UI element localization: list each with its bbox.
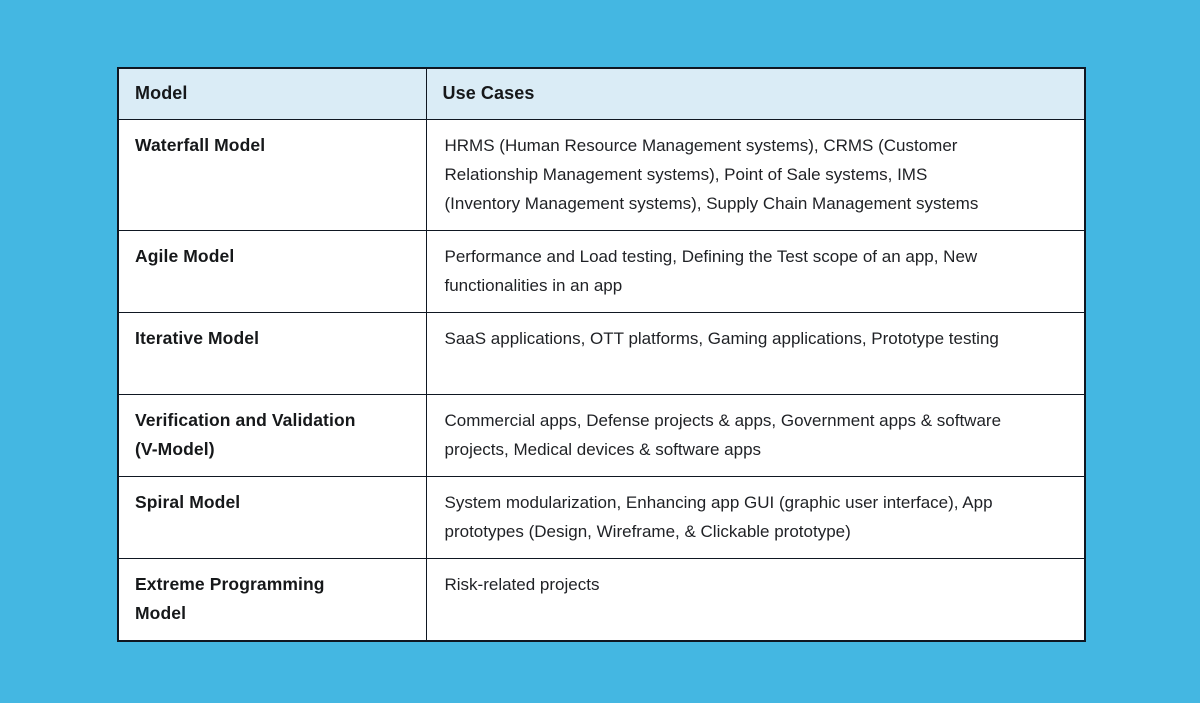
header-row: Model Use Cases <box>117 67 1086 120</box>
model-cell: Iterative Model <box>117 311 427 395</box>
column-header-use-cases: Use Cases <box>425 67 1086 120</box>
use-cases-text: HRMS (Human Resource Management systems)… <box>444 135 979 213</box>
table-row-extreme-programming-model: Extreme Programming Model Risk-related p… <box>117 557 1086 641</box>
model-name: Spiral Model <box>135 491 241 512</box>
column-header-use-cases-label: Use Cases <box>442 83 535 104</box>
use-cases-text: Commercial apps, Defense projects & apps… <box>444 410 1002 459</box>
table-row-spiral-model: Spiral Model System modularization, Enha… <box>117 475 1086 559</box>
model-name: Waterfall Model <box>135 134 266 155</box>
use-cases-cell: Commercial apps, Defense projects & apps… <box>425 393 1086 477</box>
model-name: Verification and Validation (V-Model) <box>135 409 356 459</box>
table-row-agile-model: Agile Model Performance and Load testing… <box>117 229 1086 313</box>
use-cases-text: System modularization, Enhancing app GUI… <box>444 492 993 541</box>
column-header-model: Model <box>117 67 427 120</box>
model-name: Extreme Programming Model <box>135 573 325 623</box>
model-cell: Verification and Validation (V-Model) <box>117 393 427 477</box>
use-cases-cell: SaaS applications, OTT platforms, Gaming… <box>425 311 1086 395</box>
models-use-cases-table-container: Model Use Cases Waterfall Model HRMS (Hu… <box>117 67 1086 642</box>
model-cell: Waterfall Model <box>117 118 427 231</box>
use-cases-cell: HRMS (Human Resource Management systems)… <box>425 118 1086 231</box>
use-cases-text: Risk-related projects <box>444 574 600 594</box>
column-header-model-label: Model <box>135 83 188 104</box>
model-cell: Extreme Programming Model <box>117 557 427 641</box>
model-cell: Agile Model <box>117 229 427 313</box>
model-name: Agile Model <box>135 245 235 266</box>
table-row-v-model: Verification and Validation (V-Model) Co… <box>117 393 1086 477</box>
table-row-iterative-model: Iterative Model SaaS applications, OTT p… <box>117 311 1086 395</box>
table-row-waterfall-model: Waterfall Model HRMS (Human Resource Man… <box>117 118 1086 231</box>
model-name: Iterative Model <box>135 327 260 348</box>
use-cases-cell: Risk-related projects <box>425 557 1086 641</box>
use-cases-text: SaaS applications, OTT platforms, Gaming… <box>444 328 999 348</box>
use-cases-text: Performance and Load testing, Defining t… <box>444 246 978 295</box>
model-cell: Spiral Model <box>117 475 427 559</box>
models-use-cases-table: Model Use Cases Waterfall Model HRMS (Hu… <box>117 67 1086 642</box>
use-cases-cell: System modularization, Enhancing app GUI… <box>425 475 1086 559</box>
use-cases-cell: Performance and Load testing, Defining t… <box>425 229 1086 313</box>
